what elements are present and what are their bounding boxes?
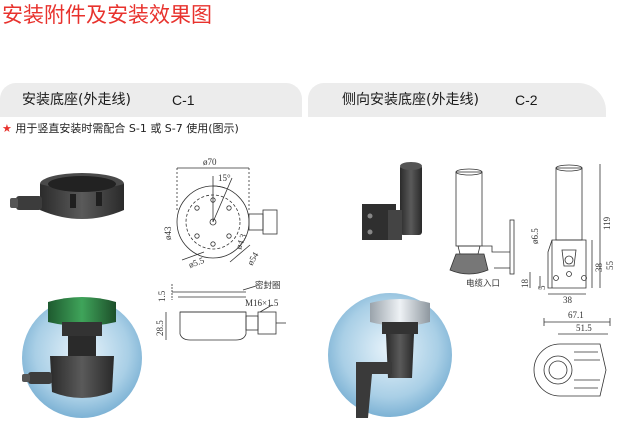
tab-c1-label: 安装底座(外走线) (22, 92, 131, 108)
c2-top-view-drawing (533, 318, 611, 397)
dim-5: 5 (537, 285, 547, 290)
dim-119: 119 (602, 216, 612, 230)
label-seal-ring: 密封圈 (255, 280, 281, 291)
usage-note: ★ 用于竖直安装时需配合 S-1 或 S-7 使用(图示) (2, 122, 239, 136)
dim-phi54: ø54 (245, 250, 261, 267)
dim-55: 55 (605, 261, 615, 271)
c2-bracket-photo (362, 162, 422, 240)
tab-c1: 安装底座(外走线) C-1 (0, 83, 302, 117)
dim-18: 18 (520, 279, 530, 289)
dim-15deg: 15° (218, 173, 231, 183)
tab-c1-code: C-1 (172, 92, 195, 108)
c2-side-view-drawing (529, 164, 601, 295)
dim-1-5: 1.5 (157, 290, 167, 302)
label-cable-entry: 电缆入口 (466, 278, 500, 289)
dim-38-vertical: 38 (594, 263, 604, 273)
dim-67-1: 67.1 (568, 310, 584, 320)
label-thread: M16×1.5 (245, 298, 279, 308)
c1-installed-photo (22, 297, 142, 418)
dim-51-5: 51.5 (576, 323, 592, 333)
c1-top-view-drawing (176, 167, 278, 263)
tab-c2-label: 侧向安装底座(外走线) (342, 92, 479, 108)
dim-38-horizontal: 38 (563, 295, 573, 305)
tab-c2: 侧向安装底座(外走线) C-2 (308, 83, 606, 117)
c2-installed-photo (328, 293, 452, 418)
usage-note-text: 用于竖直安装时需配合 S-1 或 S-7 使用(图示) (11, 122, 239, 135)
c2-front-view-drawing (449, 168, 515, 275)
tab-c2-code: C-2 (515, 92, 538, 108)
c1-base-photo (10, 173, 124, 219)
c1-side-view-drawing (165, 284, 286, 341)
star-icon: ★ (2, 122, 12, 135)
dim-phi6-5: ø6.5 (530, 228, 540, 244)
dim-phi70: ø70 (203, 157, 217, 167)
dim-phi43: ø43 (163, 226, 173, 240)
dim-28-5: 28.5 (155, 320, 165, 336)
page-title: 安装附件及安装效果图 (2, 3, 212, 27)
